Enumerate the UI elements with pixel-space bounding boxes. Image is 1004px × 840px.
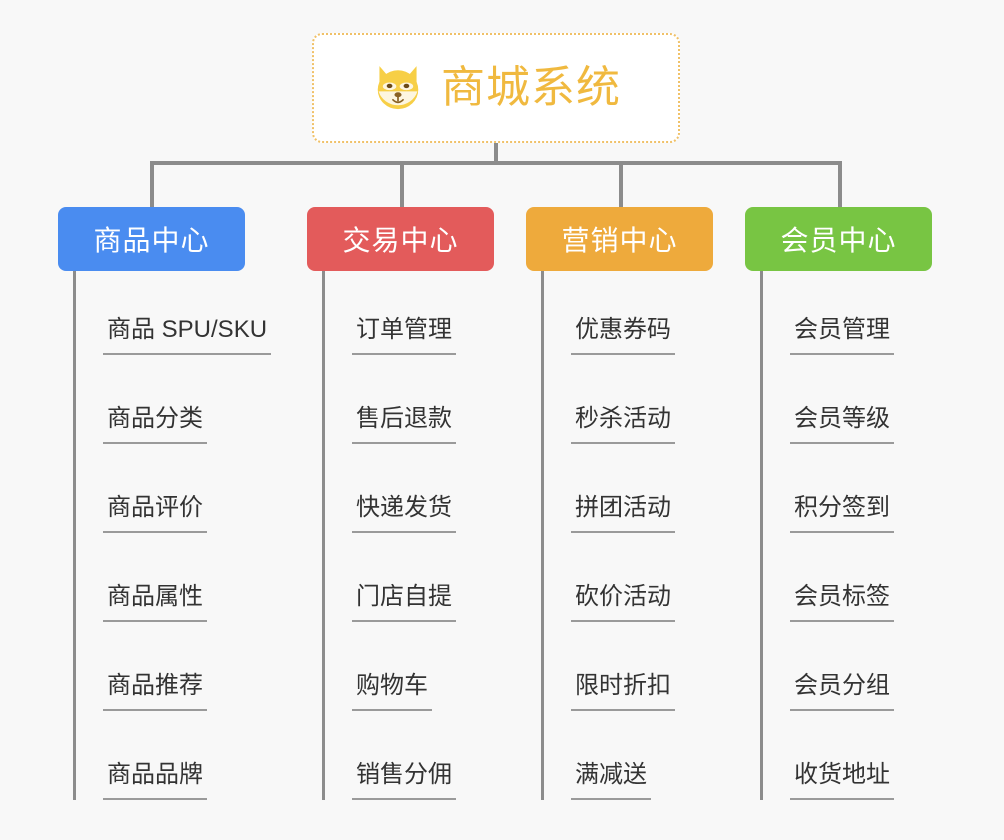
category-header-label: 会员中心 (780, 225, 897, 256)
category-header-label: 商品中心 (93, 225, 210, 256)
leaf-item[interactable]: 购物车 (352, 671, 432, 711)
leaf-item[interactable]: 秒杀活动 (571, 404, 675, 444)
root-node[interactable]: 商城系统 (312, 33, 680, 143)
leaf-item[interactable]: 商品推荐 (103, 671, 207, 711)
leaf-item[interactable]: 快递发货 (352, 493, 456, 533)
column-spine-3 (541, 271, 544, 800)
category-header-1[interactable]: 商品中心 (58, 207, 245, 271)
leaf-item[interactable]: 订单管理 (352, 315, 456, 355)
category-header-label: 交易中心 (342, 225, 459, 256)
category-header-2[interactable]: 交易中心 (307, 207, 494, 271)
drop-connector-2 (400, 161, 404, 207)
drop-connector-1 (150, 161, 154, 207)
drop-connector-4 (838, 161, 842, 207)
category-header-label: 营销中心 (561, 225, 678, 256)
column-spine-2 (322, 271, 325, 800)
trunk-connector (494, 143, 498, 163)
category-header-3[interactable]: 营销中心 (526, 207, 713, 271)
leaf-item[interactable]: 积分签到 (790, 493, 894, 533)
leaf-item[interactable]: 优惠券码 (571, 315, 675, 355)
leaf-item[interactable]: 限时折扣 (571, 671, 675, 711)
root-title: 商城系统 (441, 63, 621, 112)
leaf-item[interactable]: 收货地址 (790, 760, 894, 800)
bus-connector (150, 161, 840, 165)
leaf-item[interactable]: 会员标签 (790, 582, 894, 622)
leaf-item[interactable]: 会员等级 (790, 404, 894, 444)
leaf-item[interactable]: 售后退款 (352, 404, 456, 444)
leaf-item[interactable]: 商品分类 (103, 404, 207, 444)
category-header-4[interactable]: 会员中心 (745, 207, 932, 271)
leaf-item[interactable]: 商品属性 (103, 582, 207, 622)
leaf-item[interactable]: 商品品牌 (103, 760, 207, 800)
dog-face-icon (377, 66, 419, 110)
leaf-item[interactable]: 满减送 (571, 760, 651, 800)
drop-connector-3 (619, 161, 623, 207)
column-spine-1 (73, 271, 76, 800)
column-spine-4 (760, 271, 763, 800)
leaf-item[interactable]: 门店自提 (352, 582, 456, 622)
leaf-item[interactable]: 拼团活动 (571, 493, 675, 533)
leaf-item[interactable]: 砍价活动 (571, 582, 675, 622)
leaf-item[interactable]: 商品 SPU/SKU (103, 315, 272, 355)
leaf-item[interactable]: 商品评价 (103, 493, 207, 533)
leaf-item[interactable]: 会员管理 (790, 315, 894, 355)
leaf-item[interactable]: 会员分组 (790, 671, 894, 711)
leaf-item[interactable]: 销售分佣 (352, 760, 456, 800)
